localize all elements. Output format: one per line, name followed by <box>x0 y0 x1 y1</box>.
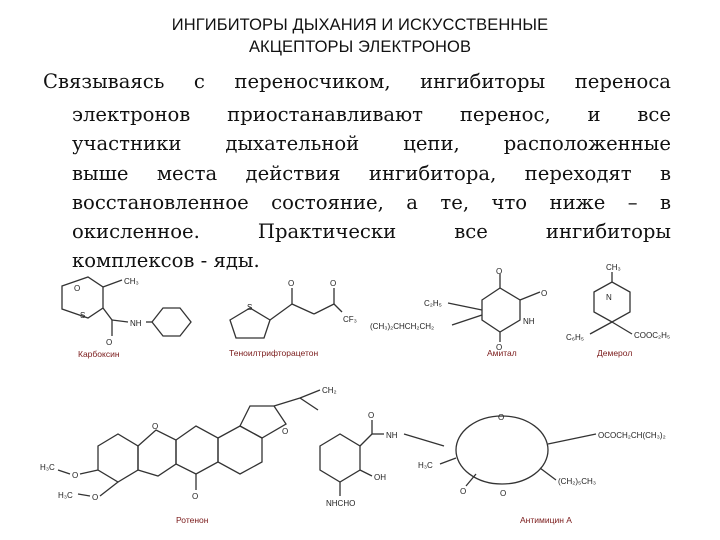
structure-demerol: N CH₃ C₆H₅ COOC₂H₅ Демерол <box>566 263 670 358</box>
svg-text:O: O <box>72 471 78 480</box>
svg-text:O: O <box>92 493 98 502</box>
amytal-nh-label: NH <box>523 317 535 326</box>
structure-antimycin: O NH OH NHCHO O H₃C OCOCH₂CH(CH₃)₂ (CH₂)… <box>319 411 666 525</box>
svg-text:O: O <box>192 492 198 501</box>
svg-text:O: O <box>330 279 336 288</box>
tta-caption: Теноилтрифторацетон <box>229 348 318 358</box>
carboxin-caption: Карбоксин <box>78 349 120 359</box>
svg-text:S: S <box>80 311 85 320</box>
body-line-4: выше места действия ингибитора, переходя… <box>72 162 671 185</box>
svg-text:O: O <box>460 487 466 496</box>
svg-text:O: O <box>74 284 80 293</box>
structure-carboxin: O S CH₃ O NH Карбоксин <box>61 276 192 359</box>
slide-title-line-2: АКЦЕПТОРЫ ЭЛЕКТРОНОВ <box>248 38 472 56</box>
amytal-c2h5-label: C₂H₅ <box>424 299 442 308</box>
amytal-caption: Амитал <box>487 348 517 358</box>
carboxin-nh-label: NH <box>130 319 142 328</box>
demerol-caption: Демерол <box>597 348 632 358</box>
antimycin-caption: Антимицин А <box>520 515 572 525</box>
structure-amytal: C₂H₅ (CH₃)₂CHCH₂CH₂ O O NH O Амитал <box>370 267 547 358</box>
anti-nh-label: NH <box>386 431 398 440</box>
rot-h3c-o1-label: H₃C <box>40 463 55 472</box>
svg-text:O: O <box>106 338 112 347</box>
carboxin-ch3-label: CH₃ <box>124 277 139 286</box>
structure-rotenone: O O O CH₂ O H₃C O H₃C Ротенон <box>40 386 337 525</box>
body-line-7: комплексов - яды. <box>72 249 260 272</box>
demerol-ch3-label: CH₃ <box>606 263 621 272</box>
body-line-1: Связываясь с переносчиком, ингибиторы пе… <box>43 70 671 93</box>
svg-text:O: O <box>368 411 374 420</box>
demerol-ester-label: COOC₂H₅ <box>634 331 670 340</box>
svg-text:N: N <box>606 293 612 302</box>
anti-chain-label: (CH₂)₅CH₃ <box>558 477 596 486</box>
structure-tta: S O O CF₃ Теноилтрифторацетон <box>229 279 357 358</box>
rot-ch3-label: CH₂ <box>322 386 337 395</box>
svg-text:O: O <box>288 279 294 288</box>
body-line-3: участники дыхательной цепи, расположенны… <box>72 132 671 155</box>
rotenone-caption: Ротенон <box>176 515 209 525</box>
demerol-c6h5-label: C₆H₅ <box>566 333 584 342</box>
svg-text:O: O <box>496 343 502 352</box>
anti-ester-label: OCOCH₂CH(CH₃)₂ <box>598 431 666 440</box>
tta-cf3-label: CF₃ <box>343 315 357 324</box>
body-line-6: окисленное. Практически все ингибиторы <box>72 220 671 243</box>
svg-text:O: O <box>496 267 502 276</box>
svg-text:O: O <box>498 413 504 422</box>
svg-text:O: O <box>500 489 506 498</box>
body-line-5: восстановленное состояние, а те, что ниж… <box>72 191 671 214</box>
anti-oh-label: OH <box>374 473 386 482</box>
amytal-chain-label: (CH₃)₂CHCH₂CH₂ <box>370 322 434 331</box>
slide-title-line-1: ИНГИБИТОРЫ ДЫХАНИЯ И ИСКУССТВЕННЫЕ <box>171 16 549 34</box>
svg-text:S: S <box>247 303 252 312</box>
svg-text:O: O <box>152 422 158 431</box>
rot-h3c-o2-label: H₃C <box>58 491 73 500</box>
anti-h3c-label: H₃C <box>418 461 433 470</box>
body-line-2: электронов приостанавливают перенос, и в… <box>72 103 671 126</box>
svg-text:O: O <box>282 427 288 436</box>
anti-nhcho-label: NHCHO <box>326 499 355 508</box>
svg-text:O: O <box>541 289 547 298</box>
